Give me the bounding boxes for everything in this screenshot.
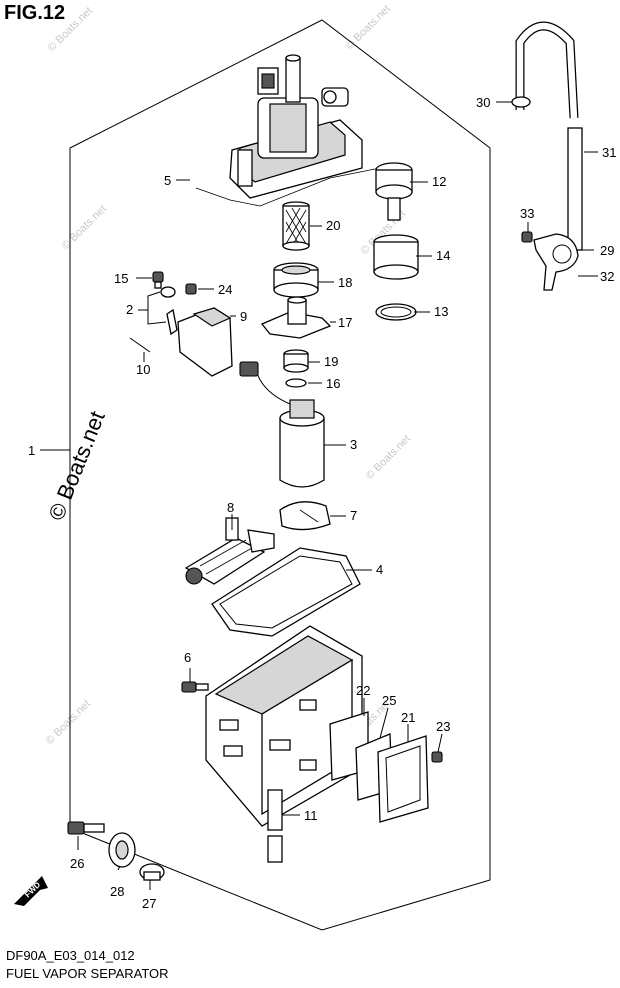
- cap-14: [373, 234, 419, 280]
- callout-21: 21: [401, 710, 415, 725]
- bolt-6: [181, 681, 209, 693]
- bolt-26: [67, 821, 105, 835]
- watermarks: © Boats.net © Boats.net © Boats.net © Bo…: [43, 3, 412, 747]
- top-cover: [195, 54, 381, 207]
- callout-13: 13: [434, 304, 448, 319]
- gasket-4: [211, 547, 361, 637]
- bracket-17: [260, 296, 332, 339]
- grommet-19: [283, 349, 309, 373]
- callout-32: 32: [600, 269, 614, 284]
- clip-30: [511, 96, 531, 108]
- regulator-12: [375, 162, 413, 221]
- callout-20: 20: [326, 218, 340, 233]
- hose-11: [267, 789, 283, 863]
- callout-25: 25: [382, 693, 396, 708]
- callout-12: 12: [432, 174, 446, 189]
- cover-9: [177, 307, 233, 377]
- cap-18: [273, 262, 319, 298]
- callout-8: 8: [227, 500, 234, 515]
- callout-2: 2: [126, 302, 133, 317]
- callout-31: 31: [602, 145, 616, 160]
- screw-15: [152, 271, 164, 289]
- callout-17: 17: [338, 315, 352, 330]
- watermark: © Boats.net: [44, 698, 93, 747]
- pin-10: [129, 337, 151, 353]
- cover-21: [377, 735, 429, 823]
- callout-7: 7: [350, 508, 357, 523]
- callout-27: 27: [142, 896, 156, 911]
- callout-3: 3: [350, 437, 357, 452]
- callout-24: 24: [218, 282, 232, 297]
- watermark: © Boats.net: [344, 3, 393, 52]
- callout-1: 1: [28, 443, 35, 458]
- callout-11: 11: [304, 808, 318, 823]
- watermark: © Boats.net: [46, 5, 95, 54]
- filter-20: [282, 201, 310, 251]
- callout-numbers: 1 2 3 4 5 6 7 8 9 10 11 12 13 14 15 16 1…: [28, 95, 616, 911]
- hose-31: [515, 21, 583, 251]
- callout-22: 22: [356, 683, 370, 698]
- callout-29: 29: [600, 243, 614, 258]
- callout-23: 23: [436, 719, 450, 734]
- callout-5: 5: [164, 173, 171, 188]
- callout-9: 9: [240, 309, 247, 324]
- diagram-caption: FUEL VAPOR SEPARATOR: [6, 966, 169, 981]
- figure-label: FIG.12: [4, 2, 66, 24]
- grommet-2: [160, 286, 178, 336]
- gasket-4-inner: [219, 555, 353, 629]
- leader-lines: [40, 101, 598, 890]
- callout-4: 4: [376, 562, 383, 577]
- o-ring-16: [285, 378, 307, 388]
- bushing-28: [108, 832, 136, 868]
- cover-21-inner: [385, 745, 421, 813]
- o-ring-13: [375, 303, 417, 321]
- callout-28: 28: [110, 884, 124, 899]
- callout-26: 26: [70, 856, 84, 871]
- diagram-code: DF90A_E03_014_012: [6, 948, 135, 963]
- watermark-main: © Boats.net: [43, 408, 109, 524]
- watermark: © Boats.net: [364, 433, 413, 482]
- screw-24: [185, 283, 197, 295]
- fuel-pump-3: [239, 361, 325, 488]
- callout-10: 10: [136, 362, 150, 377]
- holder-7: [279, 501, 331, 531]
- callout-30: 30: [476, 95, 490, 110]
- strainer-8: [184, 517, 275, 585]
- callout-19: 19: [324, 354, 338, 369]
- callout-15: 15: [114, 271, 128, 286]
- callout-18: 18: [338, 275, 352, 290]
- collar-27: [139, 863, 165, 881]
- fwd-arrow: FWD: [14, 876, 48, 906]
- callout-16: 16: [326, 376, 340, 391]
- watermark: © Boats.net: [60, 203, 109, 252]
- clamp-32: [521, 231, 579, 291]
- callout-33: 33: [520, 206, 534, 221]
- callout-6: 6: [184, 650, 191, 665]
- o-ring-13-inner: [380, 306, 412, 318]
- callout-14: 14: [436, 248, 450, 263]
- screw-23: [431, 751, 443, 763]
